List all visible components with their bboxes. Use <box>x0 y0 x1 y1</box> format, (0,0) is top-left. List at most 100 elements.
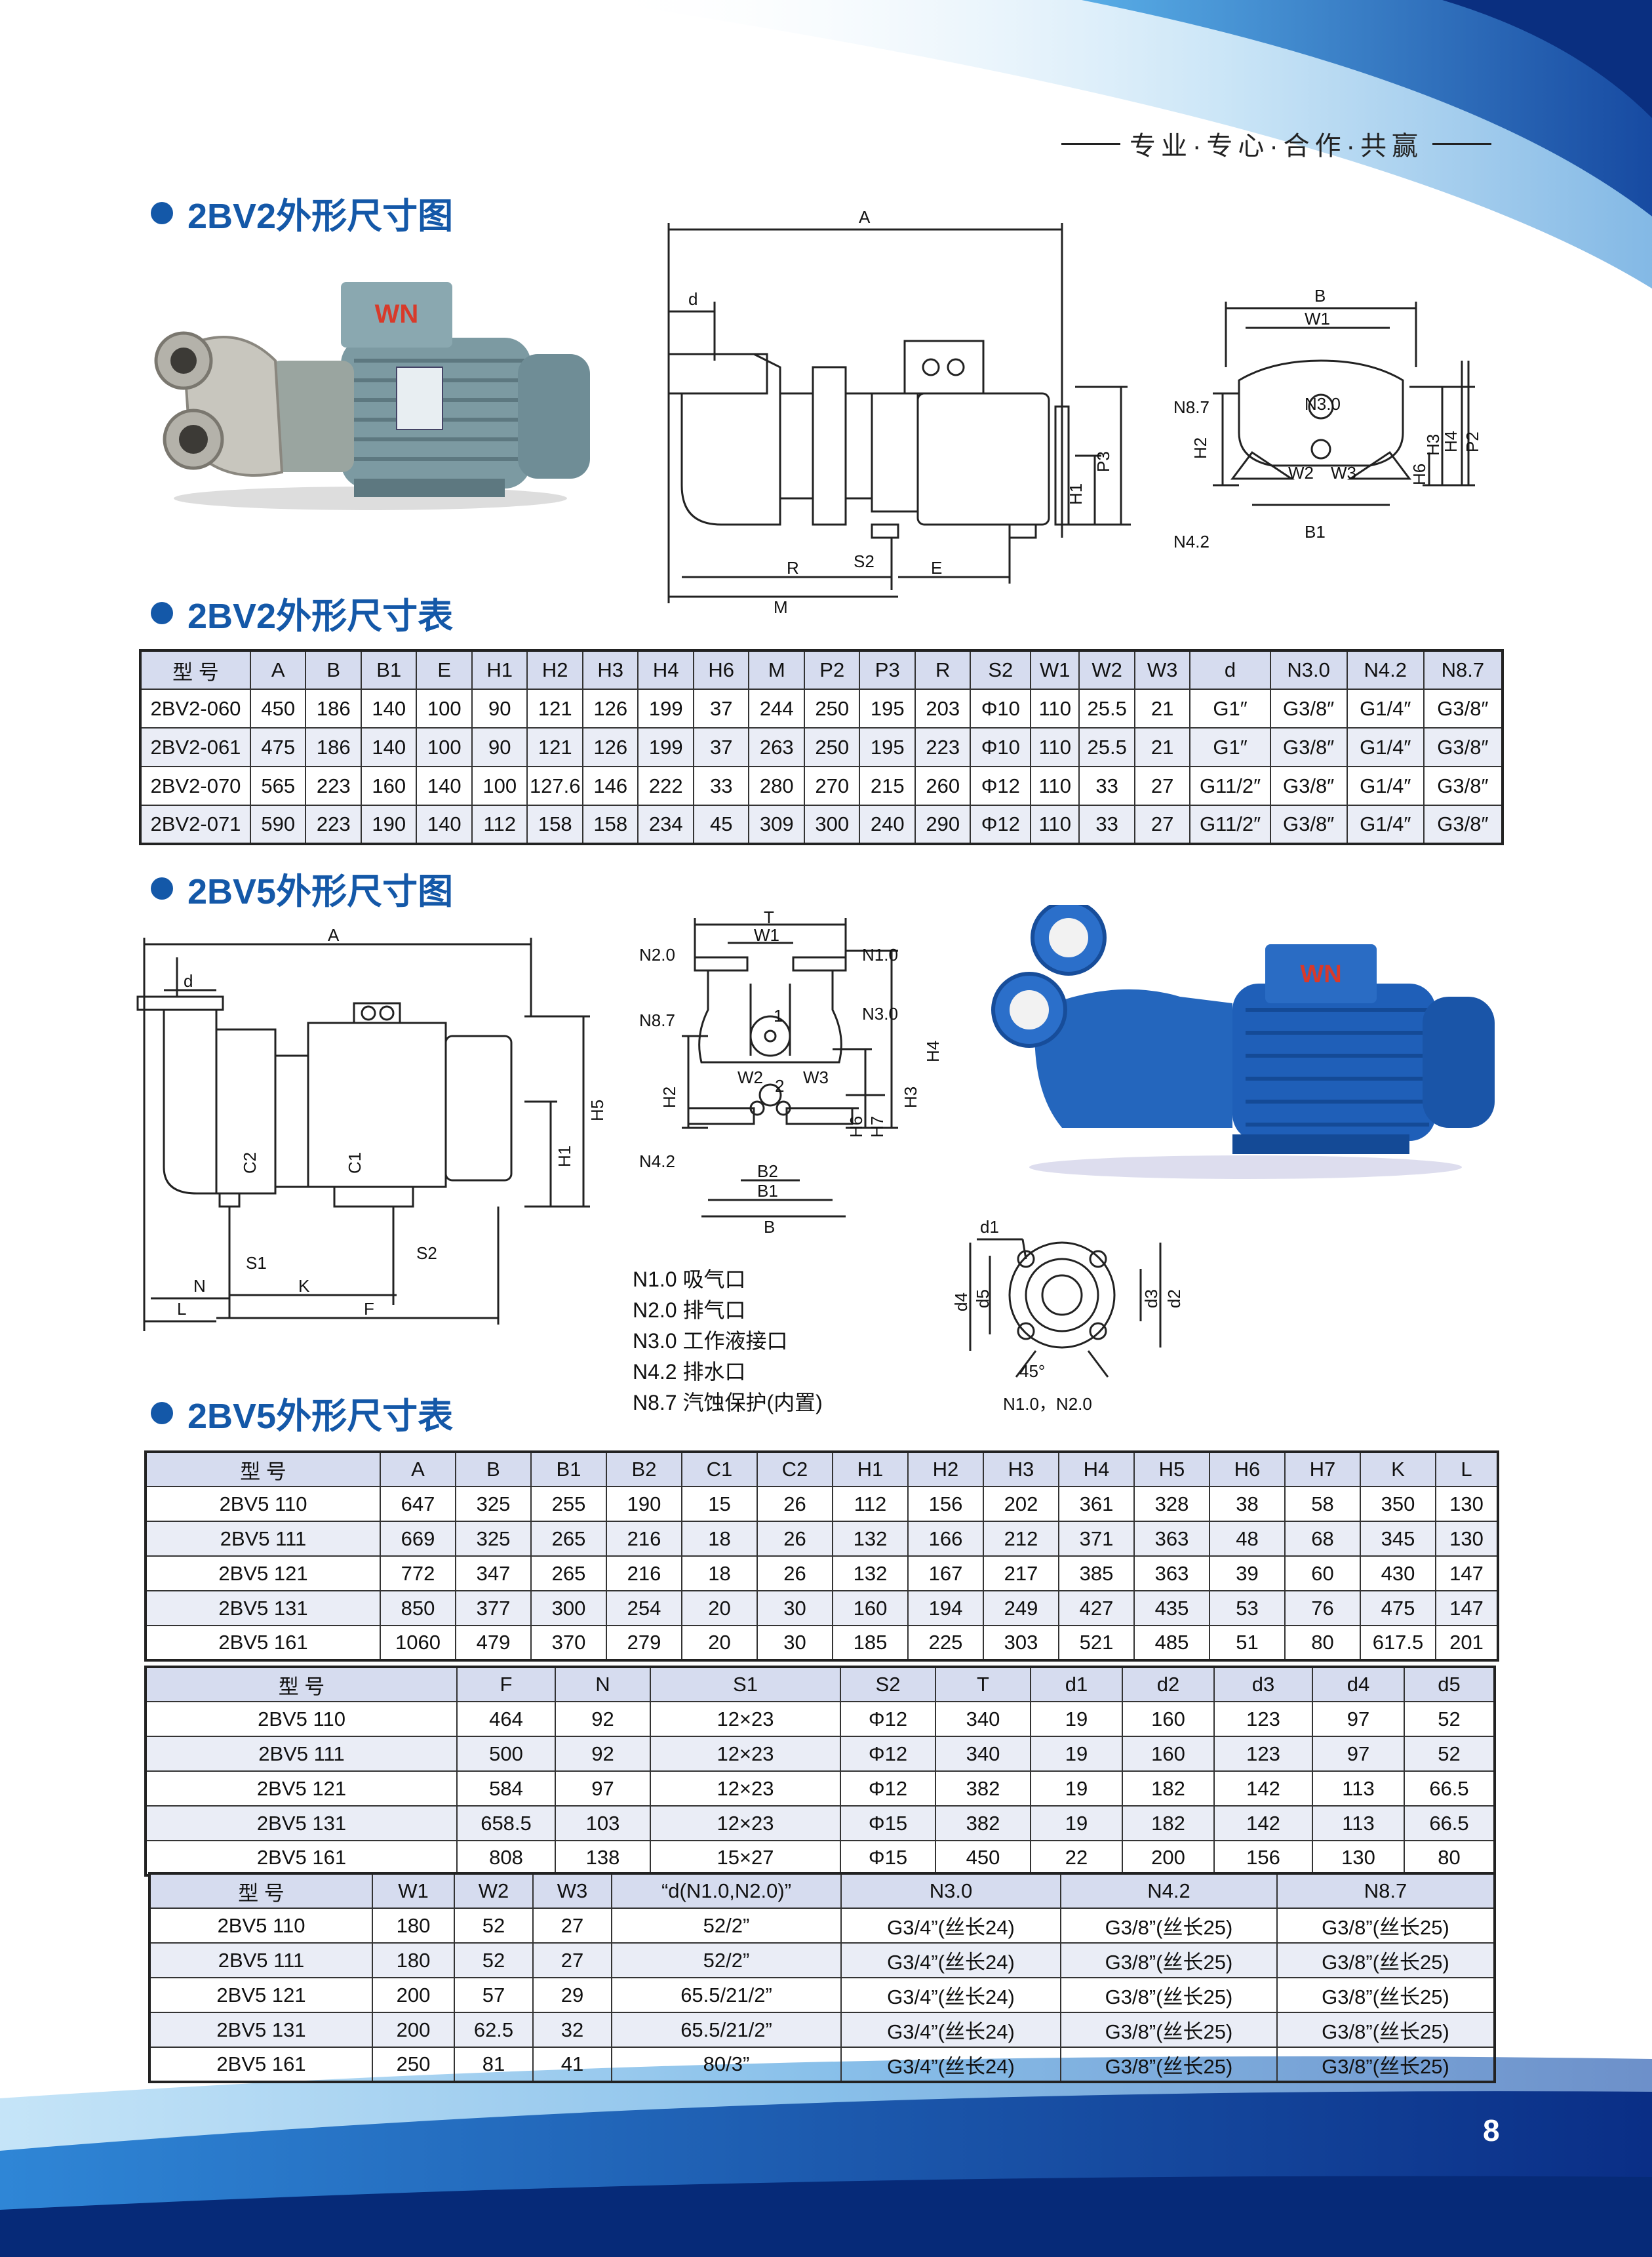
table-cell: 240 <box>859 805 916 845</box>
table-cell: 19 <box>1030 1770 1123 1807</box>
table-cell: 22 <box>1030 1840 1123 1876</box>
table-cell: 669 <box>380 1521 456 1557</box>
table-header-cell: A <box>249 650 307 690</box>
table-cell: Φ12 <box>840 1770 936 1807</box>
table-cell: 850 <box>380 1590 456 1626</box>
table-header-cell: H5 <box>1133 1451 1210 1487</box>
table-cell: 110 <box>1030 766 1080 806</box>
table-cell: 584 <box>456 1770 556 1807</box>
table-cell: G3/8″ <box>1269 689 1348 729</box>
table-cell: 300 <box>803 805 861 845</box>
table-header-cell: K <box>1360 1451 1436 1487</box>
table-cell: G3/8″ <box>1423 727 1504 767</box>
table-cell: 180 <box>372 1907 455 1944</box>
table-cell: 2BV5 110 <box>149 1907 373 1944</box>
table-cell: 325 <box>455 1486 532 1522</box>
table-cell: 464 <box>456 1701 556 1737</box>
table-cell: 39 <box>1209 1555 1286 1591</box>
table-header-cell: W2 <box>454 1873 534 1909</box>
table-header-cell: H2 <box>526 650 583 690</box>
legend-item: N8.7 汽蚀保护(内置) <box>633 1391 823 1414</box>
table-header-cell: B <box>455 1451 532 1487</box>
table-cell: 430 <box>1360 1555 1436 1591</box>
table-cell: 200 <box>372 2012 455 2048</box>
table-cell: 97 <box>555 1770 651 1807</box>
table-cell: G1″ <box>1189 689 1271 729</box>
table-cell: 142 <box>1213 1770 1313 1807</box>
dim-label-H1: H1 <box>1066 483 1086 505</box>
table-cell: 160 <box>1122 1736 1215 1772</box>
bottom-wave <box>0 2056 1652 2257</box>
legend-item: N3.0 工作液接口 <box>633 1329 788 1353</box>
table-cell: 345 <box>1360 1521 1436 1557</box>
table-cell: 90 <box>471 689 528 729</box>
dim-label-W2: W2 <box>738 1068 763 1087</box>
table-cell: 250 <box>803 689 861 729</box>
table-cell: G3/8”(丝长25) <box>1060 2012 1278 2048</box>
table-cell: 66.5 <box>1404 1805 1495 1841</box>
table-header-cell: d2 <box>1122 1666 1215 1702</box>
table-cell: 18 <box>681 1555 758 1591</box>
dim-label-H7: H7 <box>867 1116 887 1138</box>
table-header-cell: F <box>456 1666 556 1702</box>
table-header-cell: S2 <box>840 1666 936 1702</box>
dim-label-L: L <box>177 1299 186 1319</box>
table-cell: G3/8”(丝长25) <box>1060 1942 1278 1978</box>
table-cell: 350 <box>1360 1486 1436 1522</box>
dim-label-B1: B1 <box>757 1181 778 1201</box>
table-cell: 33 <box>1078 766 1135 806</box>
table-header-cell: d <box>1189 650 1271 690</box>
slogan: 专业·专心·合作·共赢 <box>1061 125 1491 163</box>
dim-label-H3: H3 <box>901 1087 920 1108</box>
table-cell: Φ15 <box>840 1805 936 1841</box>
table-cell: 113 <box>1312 1770 1405 1807</box>
table-cell: G1/4″ <box>1346 727 1425 767</box>
table-cell: 223 <box>305 766 362 806</box>
table-header-cell: B1 <box>360 650 418 690</box>
section-heading-bv5-table: 2BV5外形尺寸表 <box>151 1387 453 1439</box>
dim-label-B: B <box>1314 289 1326 306</box>
table-cell: G3/4”(丝长24) <box>840 1977 1061 2013</box>
top-right-swoosh <box>590 0 1652 289</box>
table-cell: 27 <box>532 1942 612 1978</box>
table-cell: 30 <box>757 1625 833 1661</box>
dim-label-H6: H6 <box>1409 464 1429 485</box>
table-cell: 160 <box>832 1590 909 1626</box>
table-header-cell: H6 <box>692 650 750 690</box>
table-cell: 110 <box>1030 805 1080 845</box>
table-cell: 80 <box>1404 1840 1495 1876</box>
bv5-front-drawing: T W1 N2.0 N1.0 N8.7 N3.0 1 2 H4 H2 W2 W3… <box>639 911 943 1237</box>
table-cell: 97 <box>1312 1736 1405 1772</box>
dim-label-d2: d2 <box>1164 1289 1184 1308</box>
table-cell: 103 <box>555 1805 651 1841</box>
table-header-cell: C2 <box>757 1451 833 1487</box>
table-cell: 265 <box>530 1521 607 1557</box>
section-title: 2BV2外形尺寸表 <box>187 597 454 636</box>
table-cell: 199 <box>637 689 694 729</box>
table-cell: 140 <box>416 766 473 806</box>
table-cell: 195 <box>859 727 916 767</box>
dim-label-K: K <box>298 1276 310 1296</box>
table-cell: 66.5 <box>1404 1770 1495 1807</box>
table-cell: G3/8″ <box>1423 766 1504 806</box>
table-cell: 2BV5 111 <box>145 1736 458 1772</box>
mark-1: 1 <box>774 1006 783 1026</box>
table-header-cell: E <box>416 650 473 690</box>
table-cell: 590 <box>249 805 307 845</box>
dim-label-R: R <box>787 558 799 578</box>
table-cell: 26 <box>757 1521 833 1557</box>
legend-item: N2.0 排气口 <box>633 1298 746 1322</box>
table-cell: 340 <box>935 1736 1031 1772</box>
table-header-cell: d4 <box>1312 1666 1405 1702</box>
table-cell: 65.5/21/2” <box>611 1977 842 2013</box>
table-cell: 200 <box>1122 1840 1215 1876</box>
table-cell: 19 <box>1030 1736 1123 1772</box>
table-cell: 265 <box>530 1555 607 1591</box>
table-cell: 2BV2-061 <box>140 727 251 767</box>
table-cell: Φ10 <box>970 689 1032 729</box>
